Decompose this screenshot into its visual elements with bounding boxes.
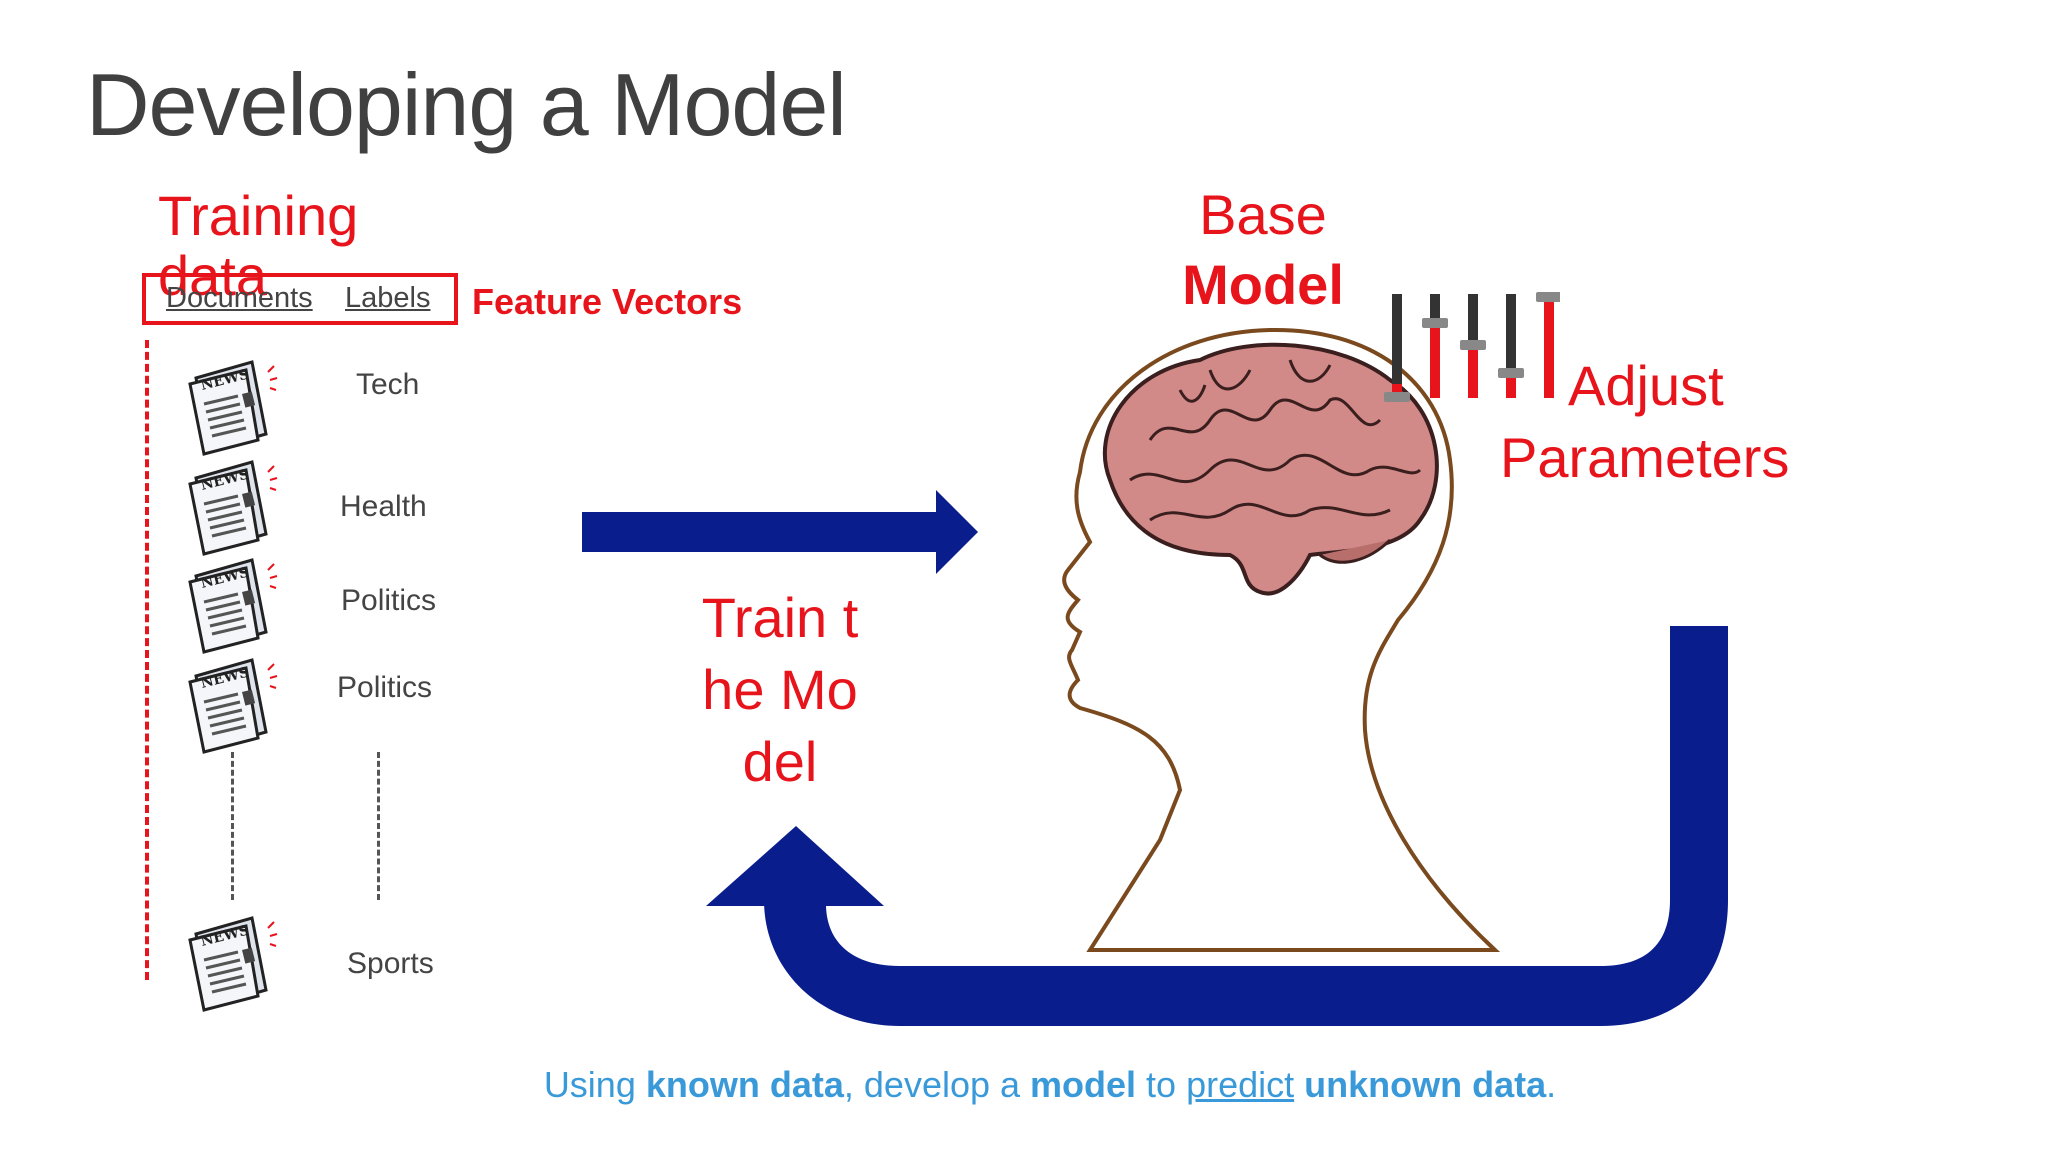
adjust-line1: Adjust bbox=[1568, 354, 1724, 417]
caption-unknown-data: unknown data bbox=[1304, 1064, 1547, 1105]
arrow-right-icon bbox=[582, 490, 978, 574]
caption-part: . bbox=[1546, 1064, 1557, 1105]
slide-caption: Using known data, develop a model to pre… bbox=[0, 1064, 2048, 1106]
brain-icon bbox=[1102, 342, 1439, 596]
documents-ellipsis-line bbox=[231, 752, 234, 900]
train-the-model-label: Train the Model bbox=[701, 586, 859, 793]
newspaper-icon: NEWS bbox=[188, 360, 278, 456]
newspaper-icon: NEWS bbox=[188, 916, 278, 1012]
newspaper-icon: NEWS bbox=[188, 460, 278, 556]
newspaper-icon: NEWS bbox=[188, 658, 278, 754]
caption-part bbox=[1294, 1064, 1304, 1105]
base-model-line2: Model bbox=[1182, 253, 1344, 316]
base-model-label: Base Model bbox=[1168, 180, 1358, 320]
head-outline bbox=[1062, 327, 1501, 952]
labels-ellipsis-line bbox=[377, 752, 380, 900]
adjust-line2: Parameters bbox=[1500, 426, 1790, 489]
row-label-politics: Politics bbox=[337, 671, 433, 704]
feature-vectors-label: Feature Vectors bbox=[472, 281, 743, 322]
slide-title: Developing a Model bbox=[86, 55, 847, 154]
row-label-politics: Politics bbox=[341, 584, 437, 617]
u-turn-arrow-icon bbox=[706, 626, 1728, 1026]
adjust-parameters-label: Adjust Parameters bbox=[1500, 350, 1789, 494]
newspaper-icon: NEWS bbox=[188, 558, 278, 654]
training-set-bracket bbox=[145, 340, 149, 980]
caption-part: to bbox=[1136, 1064, 1187, 1105]
row-label-health: Health bbox=[340, 490, 427, 523]
caption-part: , develop a bbox=[843, 1064, 1031, 1105]
caption-known-data: known data bbox=[645, 1064, 844, 1105]
slider-icon bbox=[1384, 292, 1560, 402]
caption-part: Using bbox=[543, 1064, 646, 1105]
caption-model: model bbox=[1030, 1064, 1137, 1105]
feature-header-box bbox=[142, 273, 458, 325]
caption-predict: predict bbox=[1186, 1064, 1295, 1105]
row-label-sports: Sports bbox=[347, 947, 434, 980]
row-label-tech: Tech bbox=[356, 368, 420, 401]
documents-column-header: Documents bbox=[166, 282, 313, 314]
labels-column-header: Labels bbox=[345, 282, 431, 314]
base-model-line1: Base bbox=[1199, 183, 1327, 246]
